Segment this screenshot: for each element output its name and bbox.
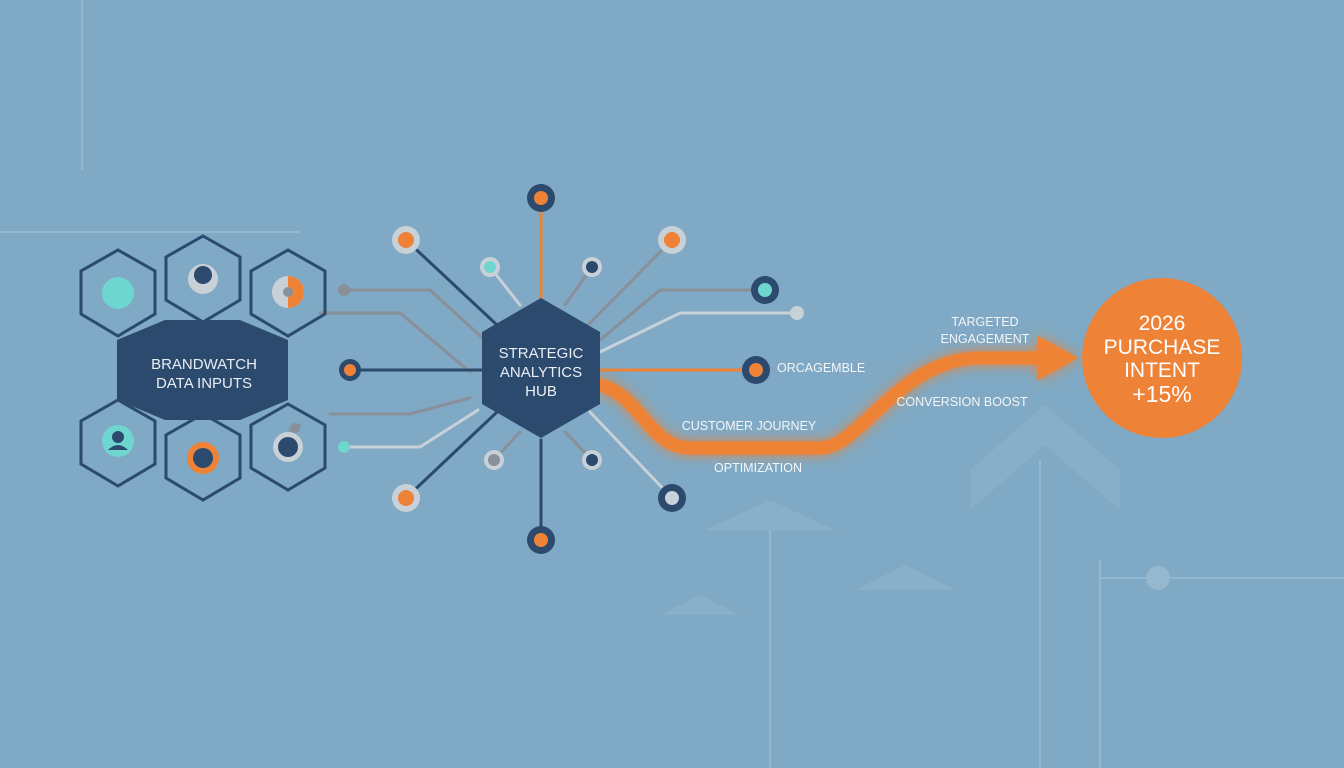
analytics-hub: STRATEGIC ANALYTICS HUB bbox=[482, 298, 600, 438]
spoke-node bbox=[484, 450, 504, 470]
result-line1: 2026 bbox=[1139, 312, 1186, 335]
spoke-node bbox=[392, 484, 420, 512]
label-conversion-boost: CONVERSION BOOST bbox=[896, 395, 1028, 409]
input-hex-2 bbox=[164, 234, 242, 324]
brandwatch-label-line2: DATA INPUTS bbox=[156, 375, 252, 392]
result-line4: +15% bbox=[1132, 381, 1191, 407]
spoke-node bbox=[582, 257, 602, 277]
label-targeted: TARGETED bbox=[951, 315, 1018, 329]
node-dot-icon bbox=[193, 448, 213, 468]
label-optimization: OPTIMIZATION bbox=[714, 461, 802, 475]
brandwatch-hex bbox=[117, 320, 288, 420]
spoke-node bbox=[658, 226, 686, 254]
label-engagement: ENGAGEMENT bbox=[941, 332, 1030, 346]
input-hex-1 bbox=[79, 248, 157, 338]
brandwatch-label-line1: BRANDWATCH bbox=[151, 356, 257, 373]
input-hex-4 bbox=[79, 398, 157, 488]
spoke-node bbox=[658, 484, 686, 512]
spoke-node bbox=[392, 226, 420, 254]
pie-segment-icon bbox=[288, 276, 304, 308]
flow-arrow bbox=[593, 336, 1078, 455]
spoke-node bbox=[742, 356, 770, 384]
hub-label-line3: HUB bbox=[525, 383, 557, 400]
input-hex-3 bbox=[249, 248, 327, 338]
input-connector-nodes bbox=[290, 284, 361, 453]
input-hex-6 bbox=[249, 402, 327, 492]
flow-labels: TARGETED ENGAGEMENT ORCAGEMBLE CUSTOMER … bbox=[682, 315, 1030, 475]
label-orcagemble: ORCAGEMBLE bbox=[777, 361, 865, 375]
spoke-node bbox=[582, 450, 602, 470]
spoke-node bbox=[480, 257, 500, 277]
input-hexagon-cluster: BRANDWATCH DATA INPUTS bbox=[79, 234, 327, 502]
teal-dot-icon bbox=[102, 277, 134, 309]
spoke-nodes bbox=[392, 184, 804, 554]
hub-label-line1: STRATEGIC bbox=[499, 345, 584, 362]
node-dot-icon bbox=[278, 437, 298, 457]
result-line2: PURCHASE bbox=[1104, 336, 1221, 359]
spoke-node bbox=[790, 306, 804, 320]
spoke-node bbox=[527, 526, 555, 554]
input-hex-5 bbox=[164, 412, 242, 502]
hub-label-line2: ANALYTICS bbox=[500, 364, 582, 381]
spoke-node bbox=[527, 184, 555, 212]
spoke-node bbox=[751, 276, 779, 304]
result-line3: INTENT bbox=[1124, 359, 1200, 382]
label-customer-journey: CUSTOMER JOURNEY bbox=[682, 419, 817, 433]
flow-arrowhead bbox=[1038, 336, 1078, 380]
flow-arrow-path bbox=[593, 351, 1052, 455]
node-dot-icon bbox=[194, 266, 212, 284]
user-icon bbox=[108, 431, 128, 450]
purchase-intent-result: 2026 PURCHASE INTENT +15% bbox=[1082, 278, 1242, 438]
background-arrow-shapes bbox=[660, 405, 1120, 615]
